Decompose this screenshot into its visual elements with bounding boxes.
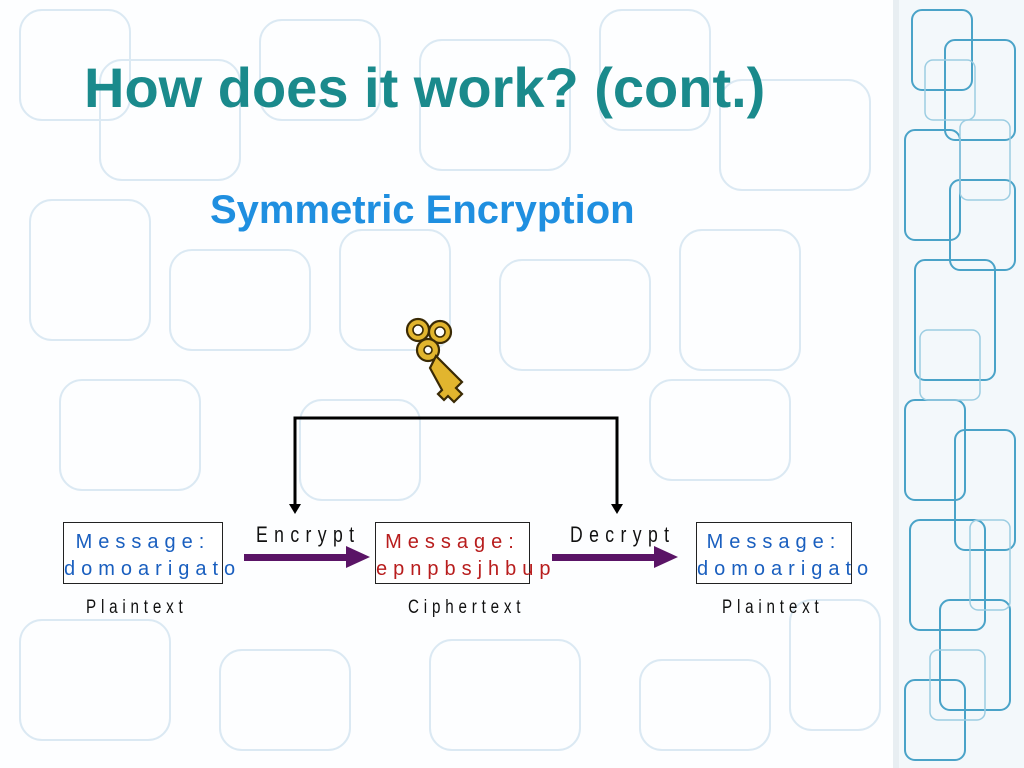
message-content: domoarigato [697,558,875,580]
slide-title: How does it work? (cont.) [84,56,766,119]
message-label: Message: [385,531,520,553]
decrypt-label: Decrypt [570,522,676,547]
ciphertext-caption: Ciphertext [408,597,526,618]
plaintext-caption-left: Plaintext [86,597,188,618]
encrypt-label: Encrypt [256,522,361,547]
plaintext-message-box-left: Message: domoarigato [63,522,242,584]
message-content: epnpbsjhbup [376,558,557,580]
plaintext-caption-right: Plaintext [722,597,824,618]
message-label: Message: [75,531,211,553]
ciphertext-message-box: Message: epnpbsjhbup [375,522,557,584]
message-content: domoarigato [64,558,242,580]
slide-subtitle: Symmetric Encryption [210,188,635,232]
plaintext-message-box-right: Message: domoarigato [696,522,875,584]
message-label: Message: [706,531,842,553]
